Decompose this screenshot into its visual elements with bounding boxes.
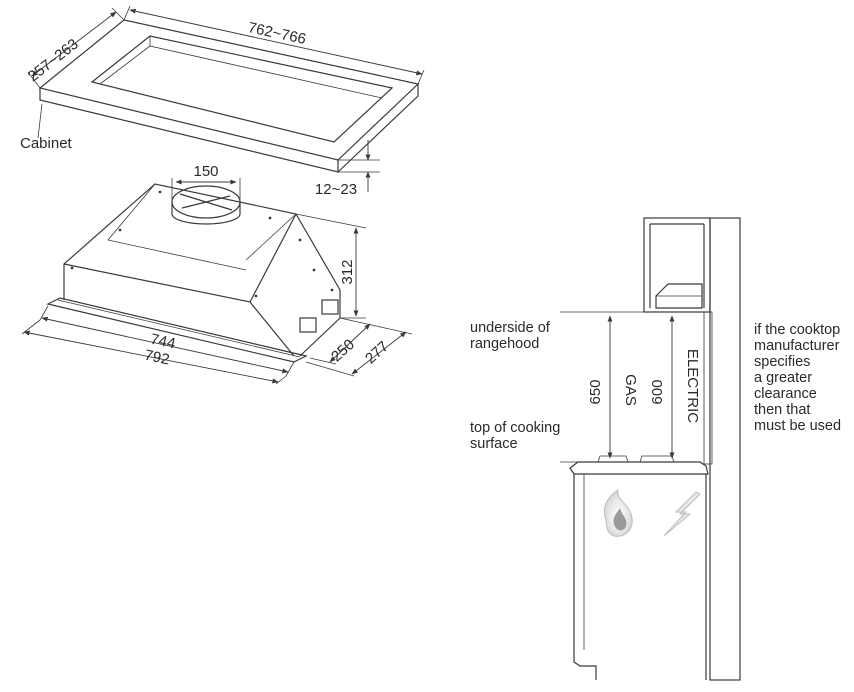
clearance-note-line-2: manufacturer [754,338,840,354]
gas-flame-icon [604,488,633,537]
outer-width-label: 792 [143,347,171,369]
clearance-note-line-6: then that [754,402,811,418]
electric-bolt-icon [663,491,701,537]
duct-diameter-label: 150 [193,163,218,180]
cooking-surface-label: top of cooking surface [470,420,560,452]
cabinet-thickness-label: 12~23 [315,181,357,198]
underside-label-line-1: underside of [470,320,550,336]
cooking-surface-label-line-2: surface [470,436,518,452]
clearance-note-line-7: must be used [754,418,842,434]
installation-drawing: 650 GAS 600 ELECTRIC [560,217,741,681]
clearance-note-line-3: specifies [754,354,811,370]
cabinet-width-label: 762~766 [246,19,307,48]
electric-label: ELECTRIC [684,349,701,423]
gas-value-label: 650 [587,379,604,404]
clearance-note-line-5: clearance [754,386,817,402]
underside-label: underside of rangehood [470,320,550,352]
clearance-note-line-4: a greater [754,370,813,386]
clearance-note: if the cooktop manufacturer specifies a … [754,322,841,434]
clearance-note-line-1: if the cooktop [754,322,841,338]
underside-label-line-2: rangehood [470,336,540,352]
cabinet-drawing: 257~263 762~766 12~23 Cabinet [20,5,425,198]
hood-height-label: 312 [339,259,356,284]
electric-value-label: 600 [649,379,666,404]
cooking-surface-label-line-1: top of cooking [470,420,561,436]
inner-depth-label: 250 [328,336,358,365]
rangehood-drawing: 150 312 744 792 250 277 [21,163,413,385]
gas-label: GAS [622,374,639,406]
cabinet-label: Cabinet [20,135,73,152]
